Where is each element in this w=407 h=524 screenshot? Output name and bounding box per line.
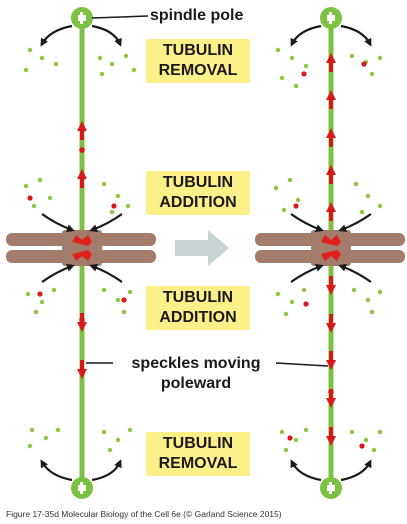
- tubulin-addition-upper-label: TUBULIN ADDITION: [146, 171, 250, 215]
- spindle-pole-icon: [71, 477, 93, 499]
- red-poleward-arrows: [77, 53, 336, 446]
- chromosome-icon: [255, 230, 405, 266]
- speckles-pointer-right: [275, 362, 329, 367]
- spindle-pole-icon: [320, 477, 342, 499]
- green-tubulin-speckles: [23, 47, 383, 453]
- tubulin-addition-lower-label: TUBULIN ADDITION: [146, 286, 250, 330]
- black-curved-arrows: [40, 24, 372, 482]
- tubulin-addition-lower-line2: ADDITION: [159, 309, 237, 326]
- tubulin-addition-upper-line1: TUBULIN: [162, 174, 234, 191]
- speckles-moving-label: speckles moving poleward: [116, 354, 276, 394]
- tubulin-removal-bottom-label: TUBULIN REMOVAL: [146, 432, 250, 476]
- speckles-moving-line2: poleward: [160, 375, 232, 392]
- chromosome-icon: [6, 230, 156, 266]
- tubulin-addition-upper-line2: ADDITION: [159, 194, 237, 211]
- tubulin-addition-lower-line1: TUBULIN: [162, 289, 234, 306]
- spindle-pole-pointer: [91, 15, 149, 19]
- tubulin-removal-top-label: TUBULIN REMOVAL: [146, 39, 250, 83]
- figure-caption: Figure 17-35d Molecular Biology of the C…: [6, 509, 282, 519]
- speckles-moving-line1: speckles moving: [131, 355, 261, 372]
- spindle-pole-icon: [71, 7, 93, 29]
- spindle-pole-icon: [320, 7, 342, 29]
- gray-right-arrow-icon: [175, 230, 229, 266]
- spindle-pole-label: spindle pole: [150, 7, 244, 24]
- tubulin-removal-bottom-line1: TUBULIN: [162, 435, 234, 452]
- tubulin-removal-top-line2: REMOVAL: [158, 62, 238, 79]
- tubulin-removal-top-line1: TUBULIN: [162, 42, 234, 59]
- tubulin-removal-bottom-line2: REMOVAL: [158, 455, 238, 472]
